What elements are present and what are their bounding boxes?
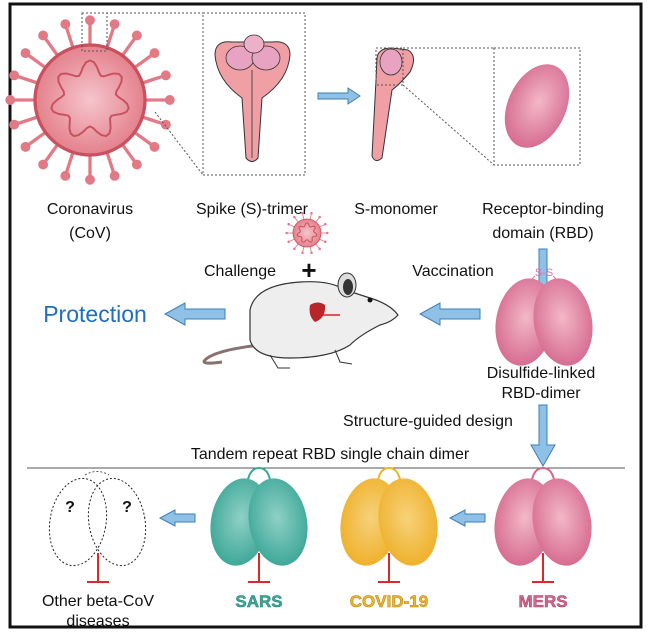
label-coronavirus: Coronavirus: [47, 201, 133, 218]
spike-head-icon: [20, 48, 31, 59]
label-mers: MERS: [518, 592, 567, 611]
label-other-diseases: Other beta-CoV: [42, 593, 154, 610]
spike-head-icon: [326, 231, 329, 235]
spike-head-icon: [60, 170, 71, 181]
plus-icon: +: [301, 255, 316, 285]
spike-head-icon: [285, 231, 288, 235]
arrow-left-icon: [163, 302, 226, 326]
spike-head-icon: [164, 95, 175, 105]
spike-head-icon: [85, 174, 95, 185]
rbd-icon: [504, 64, 570, 148]
spike-head-icon: [293, 215, 296, 219]
spike-head-icon: [324, 222, 327, 226]
arrow-left-icon: [418, 302, 481, 326]
spike-head-icon: [38, 30, 49, 41]
label-spike-trimer: Spike (S)-trimer: [196, 201, 309, 218]
inhibition-icon: [532, 553, 554, 583]
mouse-icon: [202, 272, 399, 369]
label-vaccination: Vaccination: [412, 263, 494, 280]
label-rbd-abbr: domain (RBD): [492, 225, 593, 242]
label-challenge: Challenge: [204, 263, 276, 280]
spike-head-icon: [109, 170, 120, 181]
spike-head-icon: [5, 95, 16, 105]
spike-head-icon: [60, 19, 71, 30]
disulfide-rbd-dimer-icon: [495, 275, 593, 366]
inhibition-icon: [248, 553, 270, 583]
rbd-subunit: [532, 478, 592, 566]
unknown-dimer-icon: [48, 471, 147, 567]
spike-head-icon: [293, 247, 296, 251]
arrow-left-icon: [158, 509, 196, 527]
rbd-subunit: [378, 478, 438, 566]
arrow-down-icon: [530, 404, 556, 468]
spike-trimer-icon: [214, 34, 291, 162]
zoom-box-small: [375, 47, 404, 86]
zoom-box-rbd: [493, 47, 581, 166]
arrow-right-icon: [317, 87, 361, 105]
spike-head-icon: [318, 215, 321, 219]
spike-head-icon: [318, 247, 321, 251]
covid-dimer-icon: [340, 466, 438, 566]
coronavirus-icon: [5, 15, 175, 185]
spike-head-icon: [149, 48, 160, 59]
spike-head-icon: [301, 211, 304, 215]
spike-head-icon: [324, 240, 327, 244]
mers-dimer-icon: [494, 466, 592, 566]
spike-head-icon: [310, 211, 313, 215]
spike-head-icon: [9, 70, 20, 81]
spike-head-icon: [160, 70, 171, 81]
spike-head-icon: [131, 30, 142, 41]
arrow-left-icon: [448, 509, 486, 527]
label-covid-19: COVID-19: [350, 592, 428, 611]
spike-head-icon: [38, 159, 49, 170]
question-mark-icon: ?: [65, 499, 75, 516]
label-tandem-repeat: Tandem repeat RBD single chain dimer: [191, 446, 470, 463]
spike-head-icon: [9, 119, 20, 130]
spike-head-icon: [131, 159, 142, 170]
zoom-line: [154, 111, 204, 176]
spike-head-icon: [310, 251, 313, 255]
inhibition-icon: [87, 553, 109, 583]
spike-head-icon: [85, 15, 95, 26]
disulfide-bond-label: S-S: [535, 267, 553, 279]
label-coronavirus-abbr: (CoV): [69, 225, 111, 242]
spike-head-icon: [20, 141, 31, 152]
spike-head-icon: [160, 119, 171, 130]
label-s-monomer: S-monomer: [354, 201, 438, 218]
label-sars: SARS: [235, 592, 282, 611]
label-structure-guided-design: Structure-guided design: [343, 413, 513, 430]
s-monomer-icon: [371, 47, 414, 162]
spike-head-icon: [301, 251, 304, 255]
spike-head-icon: [109, 19, 120, 30]
label-other-diseases-2: diseases: [66, 613, 129, 630]
label-dimer-2: RBD-dimer: [501, 385, 581, 402]
sars-dimer-icon: [210, 466, 308, 566]
zoom-line: [402, 84, 495, 166]
spike-head-icon: [149, 141, 160, 152]
rbd-subunit: [248, 478, 308, 566]
spike-head-icon: [287, 240, 290, 244]
question-mark-icon: ?: [122, 499, 132, 516]
label-protection: Protection: [43, 301, 147, 327]
label-dimer: Disulfide-linked: [487, 365, 596, 382]
inhibition-icon: [378, 553, 400, 583]
label-rbd: Receptor-binding: [482, 201, 604, 218]
spike-head-icon: [287, 222, 290, 226]
small-virus-icon: [285, 211, 329, 255]
